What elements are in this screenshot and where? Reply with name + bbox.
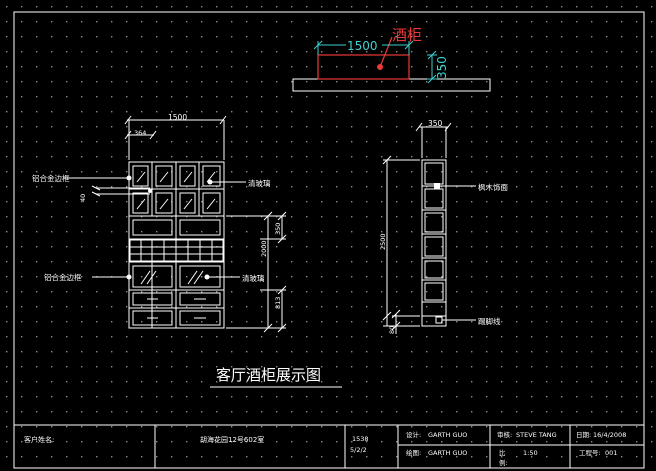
front-callout-glass-bottom: 清玻璃 [242,273,265,283]
side-height-dim: 2500 [379,233,387,250]
side-callout-plinth: 踢脚线 [478,316,501,326]
side-base-dim: 80 [388,326,396,334]
example-label: 例: [499,458,508,467]
front-height-upper: 350 [274,223,282,235]
front-callout-frame-bottom: 铝合金边框 [44,272,82,282]
design-name: GARTH GUO [428,431,467,439]
date-value: 16/4/2008 [593,431,626,439]
side-callout-panel: 枫木饰面 [478,182,508,192]
sheet-num-a: 1538 [352,435,369,443]
job-value: 001 [605,449,617,457]
front-side-dim: 40 [79,194,87,202]
plan-cabinet-outline [317,54,410,80]
front-width-dim: 1500 [168,113,187,122]
drawing-title: 客厅酒柜展示图 [216,366,321,384]
title-block [14,424,644,468]
date-label: 日期: [576,431,591,439]
draw-name: GARTH GUO [428,449,467,457]
draw-label: 绘图: [406,448,421,457]
front-elevation: 1500 364 [32,113,287,333]
client-label: 客户姓名: [24,435,54,444]
side-elevation: 350 枫木饰面 踢脚线 2500 80 [379,119,508,334]
design-label: 设计: [406,430,421,439]
job-label: 工程号: [579,448,601,457]
front-callout-frame-top: 铝合金边框 [32,173,70,183]
plan-width-dim: 1500 [347,39,378,53]
scale-value: 1:50 [523,449,538,457]
front-height-lower: 813 [274,297,282,309]
scale-label: 比 [499,448,506,457]
side-depth-dim: 350 [428,119,443,128]
front-sub-dim: 364 [134,129,146,137]
sheet-num-b: 5/2/2 [350,446,367,454]
front-callout-glass-top: 清玻璃 [248,178,271,188]
review-name: STEVE TANG [516,431,557,439]
drawing-border [13,11,645,469]
plan-cabinet-label: 酒柜 [392,26,422,44]
review-label: 审核: [497,430,512,439]
plan-view: 酒柜 1500 350 [292,26,491,92]
project-name: 胡海花园12号602室 [200,435,264,444]
plan-depth-dim: 350 [435,56,449,79]
front-height-total: 2000 [260,240,268,257]
